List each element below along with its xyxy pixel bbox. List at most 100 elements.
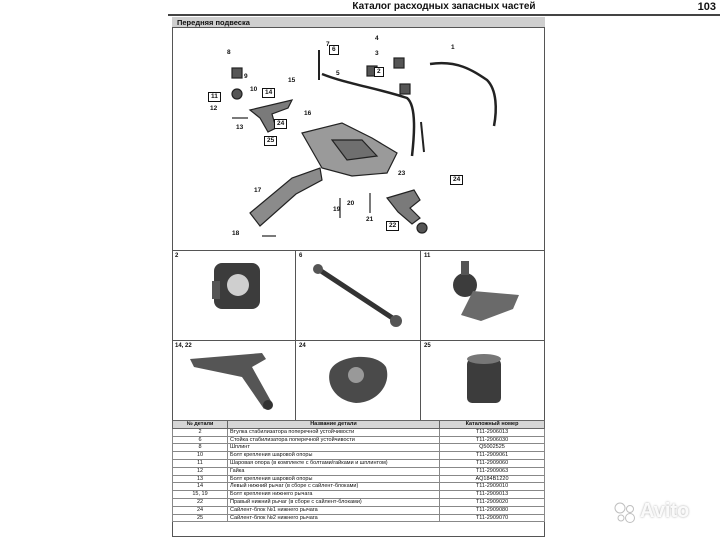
part-name-cell: Стойка стабилизатора поперечной устойчив…	[227, 435, 440, 445]
catalog-number-cell: AQ184B1220	[439, 474, 545, 484]
part-number-cell: 11	[172, 458, 228, 468]
catalog-number-cell: T11-2909060	[439, 458, 545, 468]
part-name-cell: Шаровая опора (в комплекте с болтами/гай…	[227, 458, 440, 468]
callout-10: 10	[250, 86, 258, 93]
cell-stabilizer-link: 6	[296, 250, 421, 340]
part-number-cell: 13	[172, 474, 228, 484]
stabilizer-bar	[321, 72, 416, 157]
callout-19: 19	[333, 206, 341, 213]
callout-23: 23	[398, 170, 406, 177]
part-name-cell: Сайлент-блок №2 нижнего рычага	[227, 513, 440, 523]
part-number-cell: 15, 19	[172, 490, 228, 499]
cell-label: 24	[299, 343, 306, 349]
callout-12: 12	[210, 105, 218, 112]
avito-logo-icon	[614, 502, 635, 523]
lower-arm-illustration	[190, 353, 273, 410]
callout-2: 2	[374, 67, 384, 77]
ball-joint-illustration	[453, 261, 519, 321]
part-number-cell: 10	[172, 451, 228, 460]
part-number-cell: 12	[172, 466, 228, 476]
column-header-name: Название детали	[227, 420, 440, 429]
suspension-diagram: 1 2 3 4 5 6 7 8 9 10 11 12 13 14 15 16 1…	[172, 28, 545, 250]
callout-24: 24	[274, 119, 288, 129]
callout-1: 1	[451, 44, 455, 51]
avito-wordmark: Avito	[640, 500, 690, 522]
part-name-cell: Гайка	[227, 466, 440, 476]
callout-15: 15	[288, 77, 296, 84]
part-name-cell: Сайлент-блок №1 нижнего рычага	[227, 505, 440, 515]
stabilizer-bar-right	[429, 61, 497, 127]
silent-block-1-illustration	[329, 356, 388, 403]
cell-ball-joint: 11	[421, 250, 545, 340]
callout-7: 7	[326, 41, 330, 48]
callout-5: 5	[336, 70, 340, 77]
stabilizer-link-illustration	[313, 264, 402, 327]
callout-17: 17	[254, 187, 262, 194]
part-number-cell: 14	[172, 482, 228, 492]
part-name-cell: Шплинт	[227, 443, 440, 453]
cell-label: 6	[299, 253, 303, 259]
catalog-number-cell: T11-2909013	[439, 490, 545, 499]
callout-9: 9	[244, 73, 248, 80]
right-lower-arm	[385, 189, 421, 225]
catalog-number-cell: Q5002525	[439, 443, 545, 453]
part-number-cell: 2	[172, 427, 228, 437]
catalog-number-cell: T11-2909010	[439, 482, 545, 492]
callout-14: 14	[262, 88, 276, 98]
column-header-catalog: Каталожный номер	[439, 420, 545, 429]
cell-label: 25	[424, 343, 431, 349]
part-name-cell: Втулка стабилизатора поперечной устойчив…	[227, 427, 440, 437]
detail-grid: 2 6 11 14, 22	[172, 250, 545, 420]
callout-13: 13	[236, 124, 244, 131]
bushing-illustration	[212, 263, 260, 309]
page-header: Каталог расходных запасных частей 103	[168, 0, 720, 16]
table-header-row: № детали Название детали Каталожный номе…	[172, 420, 545, 429]
catalog-number-cell: T11-2909061	[439, 451, 545, 460]
callout-6: 6	[329, 45, 339, 55]
parts-table: № детали Название детали Каталожный номе…	[172, 420, 545, 523]
catalog-number-cell: T11-2909063	[439, 466, 545, 476]
part-name-cell: Болт крепления нижнего рычага	[227, 490, 440, 499]
part-number-cell: 24	[172, 505, 228, 515]
suspension-drawing	[231, 50, 497, 237]
stabilizer-link-right	[420, 121, 425, 153]
part-name-cell: Болт крепления шаровой опоры	[227, 451, 440, 460]
cell-label: 2	[175, 253, 179, 259]
callout-24-right: 24	[450, 175, 464, 185]
section-header: Передняя подвеска	[172, 17, 545, 28]
part-name-cell: Правый нижний рычаг (в сборе с сайлент-б…	[227, 497, 440, 507]
callout-8: 8	[227, 49, 231, 56]
cell-label: 14, 22	[175, 343, 192, 349]
callout-16: 16	[304, 110, 312, 117]
column-header-number: № детали	[172, 420, 228, 429]
callout-11: 11	[208, 92, 221, 102]
page-title: Каталог расходных запасных частей	[352, 1, 536, 12]
part-number-cell: 22	[172, 497, 228, 507]
callout-3: 3	[375, 50, 379, 57]
callout-22: 22	[386, 221, 400, 231]
section-title: Передняя подвеска	[177, 18, 250, 27]
cell-silent-block-1: 24	[296, 340, 421, 420]
part-name-cell: Левый нижний рычаг (в сборе с сайлент-бл…	[227, 482, 440, 492]
part-number-cell: 8	[172, 443, 228, 453]
callout-4: 4	[375, 35, 379, 42]
callout-21: 21	[366, 216, 374, 223]
catalog-number-cell: T11-2909080	[439, 505, 545, 515]
part-number-cell: 25	[172, 513, 228, 523]
callout-20: 20	[347, 200, 355, 207]
page-number: 103	[697, 1, 716, 13]
callout-25: 25	[264, 136, 278, 146]
cell-silent-block-2: 25	[421, 340, 545, 420]
